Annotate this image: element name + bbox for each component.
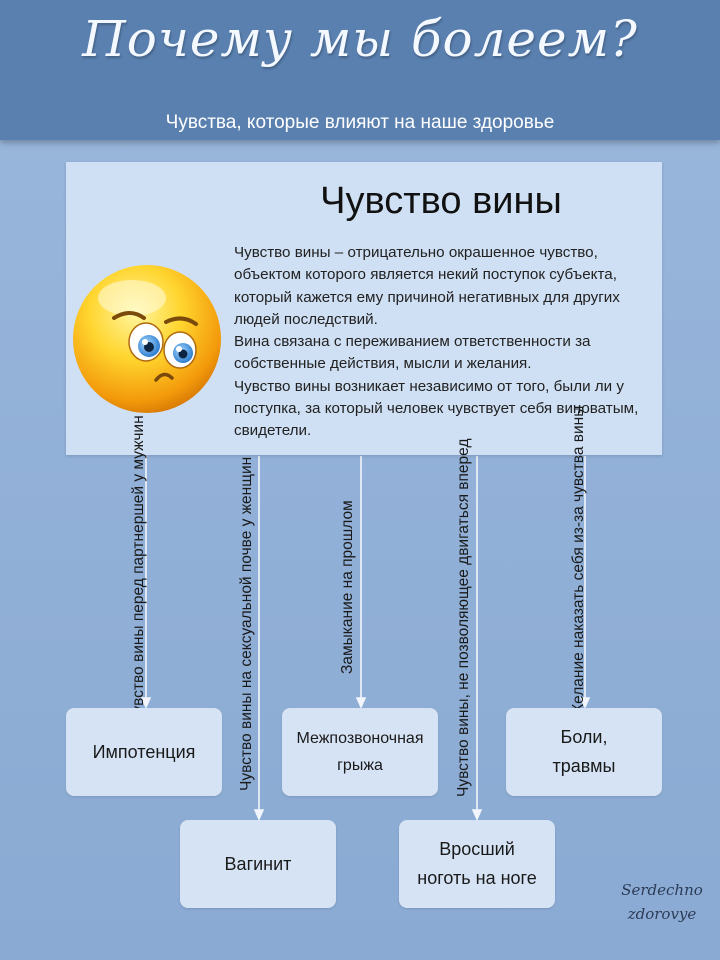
arrow-head-1	[140, 697, 152, 709]
card-body: Чувство вины – отрицательно окрашенное ч…	[234, 242, 654, 443]
sad-emoji-icon	[73, 265, 221, 413]
branch-label-2: Чувство вины на сексуальной почве у женщ…	[238, 456, 255, 791]
card-paragraph-2: Вина связана с переживанием ответственно…	[234, 333, 591, 373]
branch-label-5: Желание наказать себя из-за чувства вины	[570, 405, 587, 718]
page-title: Почему мы болеем?	[82, 10, 638, 68]
result-box-2: Вагинит	[180, 820, 336, 908]
arrow-head-5	[579, 697, 591, 709]
page-subtitle: Чувства, которые влияют на наше здоровье	[165, 112, 555, 133]
header-banner: Почему мы болеем? Чувства, которые влияю…	[0, 0, 720, 140]
card-paragraph-1: Чувство вины – отрицательно окрашенное ч…	[234, 244, 620, 328]
card-paragraph-3: Чувство вины возникает независимо от тог…	[234, 377, 639, 440]
card-title: Чувство вины	[320, 180, 562, 222]
branch-label-1: Чувство вины перед партнершей у мужчин	[130, 415, 147, 724]
result-box-3: Межпозвоночная грыжа	[282, 708, 438, 796]
result-box-5: Боли, травмы	[506, 708, 662, 796]
definition-card: Чувство вины Чувство вины – отрицательно…	[66, 162, 662, 455]
arrow-head-2	[253, 809, 265, 821]
signature-logo: Serdechno zdorovye	[621, 881, 703, 923]
branch-label-4: Чувство вины, не позволяющее двигаться в…	[455, 438, 472, 798]
arrow-head-4	[471, 809, 483, 821]
result-box-1: Импотенция	[66, 708, 222, 796]
result-box-4: Вросший ноготь на ноге	[399, 820, 555, 908]
branch-label-3: Замыкание на прошлом	[339, 500, 356, 674]
arrow-head-3	[355, 697, 367, 709]
